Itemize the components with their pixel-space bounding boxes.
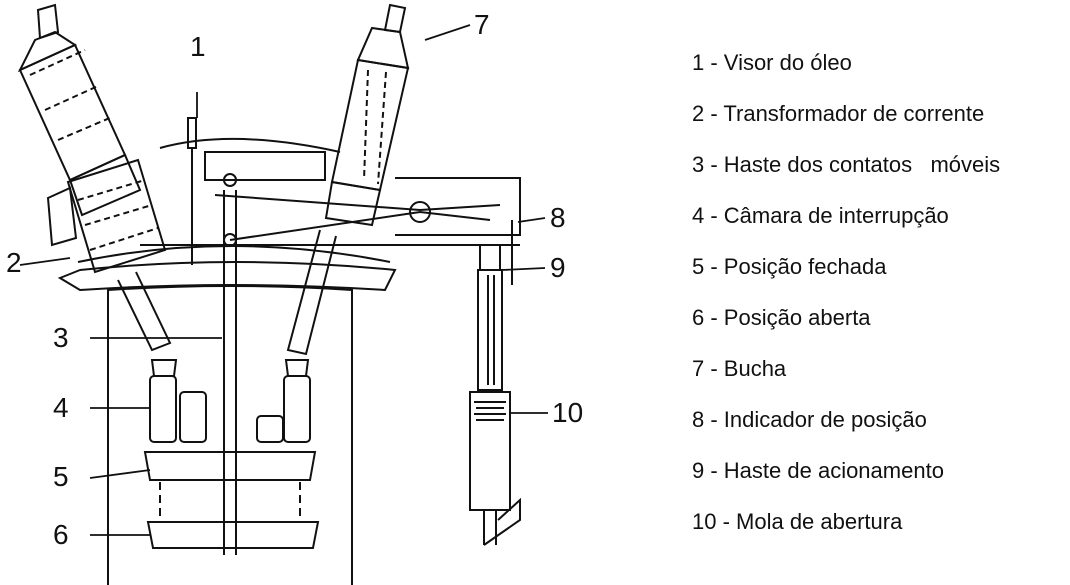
legend-item: 6 - Posição aberta [692, 305, 871, 330]
callout-10: 10 [552, 397, 583, 428]
legend-item: 5 - Posição fechada [692, 254, 887, 279]
callout-1: 1 [190, 31, 206, 62]
callout-numbers: 1 2 3 4 5 6 7 8 9 10 [6, 9, 583, 550]
interrupting-chambers [149, 359, 311, 443]
callout-8: 8 [550, 202, 566, 233]
left-bushing [17, 3, 142, 217]
legend: 1 - Visor do óleo 2 - Transformador de c… [692, 50, 1000, 560]
callout-3: 3 [53, 322, 69, 353]
operating-mechanism [469, 220, 521, 546]
open-position-bar [146, 521, 320, 549]
leader-lines [19, 24, 548, 536]
current-transformer [46, 158, 167, 274]
legend-item: 2 - Transformador de corrente [692, 101, 985, 126]
left-arm [117, 271, 172, 352]
legend-item: 4 - Câmara de interrupção [692, 203, 949, 228]
legend-item: 9 - Haste de acionamento [692, 458, 944, 483]
callout-7: 7 [474, 9, 490, 40]
legend-item: 10 - Mola de abertura [692, 509, 903, 534]
legend-item: 3 - Haste dos contatos móveis [692, 152, 1001, 177]
callout-6: 6 [53, 519, 69, 550]
right-bushing [324, 3, 410, 227]
callout-4: 4 [53, 392, 69, 423]
callout-5: 5 [53, 461, 69, 492]
callout-2: 2 [6, 247, 22, 278]
legend-item: 7 - Bucha [692, 356, 787, 381]
callout-9: 9 [550, 252, 566, 283]
closed-position-bar [143, 451, 317, 481]
oil-sight-glass [187, 117, 197, 149]
circuit-breaker-diagram: 1 2 3 4 5 6 7 8 9 10 [6, 3, 583, 585]
legend-item: 8 - Indicador de posição [692, 407, 927, 432]
moving-contact-rod [223, 190, 237, 555]
legend-item: 1 - Visor do óleo [692, 50, 852, 75]
lid-dome [159, 137, 341, 153]
right-arm [286, 229, 337, 356]
